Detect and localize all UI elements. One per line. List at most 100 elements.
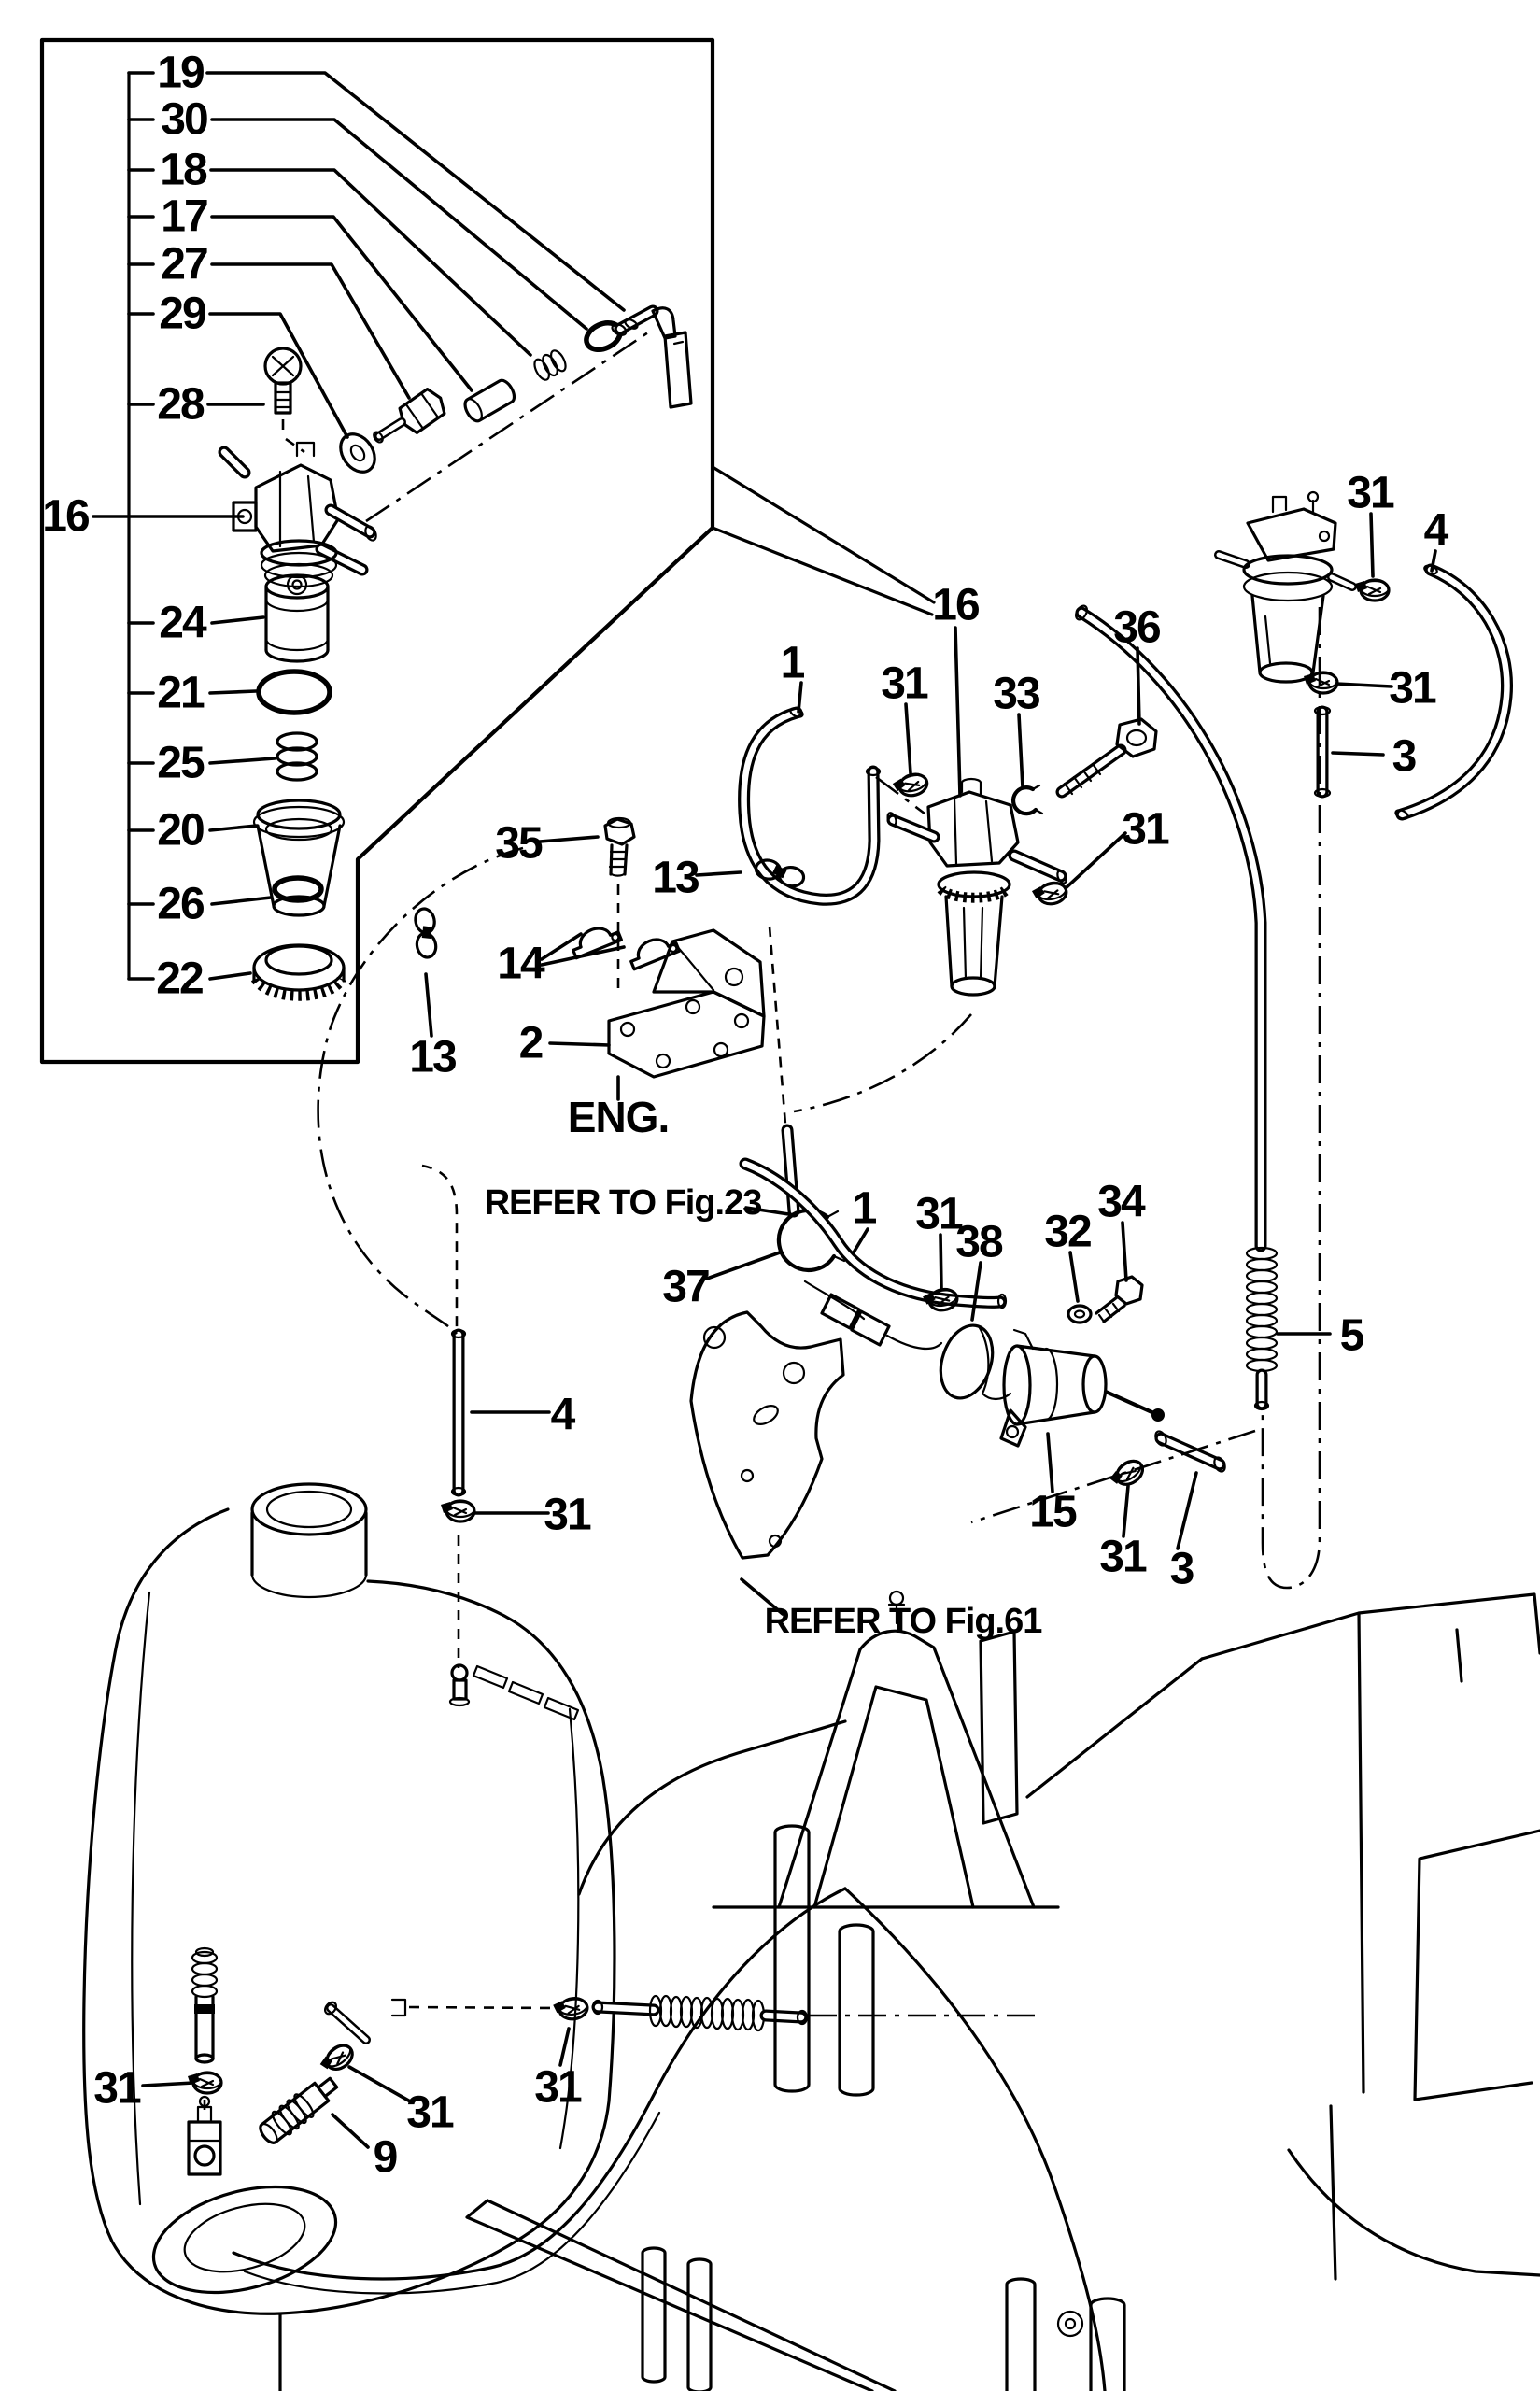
engine-bracket-group: [408, 816, 808, 1079]
leader-inset-17: [210, 215, 473, 392]
callout-inset-22: 22: [156, 955, 203, 1004]
callout-main-33: 33: [993, 670, 1039, 719]
part-snap-ring-33: [1011, 784, 1044, 816]
leader-main-31i: [347, 2065, 414, 2104]
hose-clamp-icon: [316, 2039, 359, 2079]
callout-inset-20: 20: [157, 806, 204, 856]
leader-inset-25: [208, 757, 276, 765]
note-eng: ENG.: [568, 1093, 669, 1141]
leader-inset-29: [208, 312, 349, 439]
part-flange-bolt-35: [603, 816, 636, 877]
callout-main-31e2: 31: [915, 1190, 963, 1239]
note-refer-fig61: REFER TO Fig.61: [765, 1602, 1043, 1641]
leader-main-16: [954, 626, 962, 798]
leader-main-15: [1046, 1432, 1054, 1493]
hose-clamp-icon: [890, 770, 931, 802]
callout-inset-16: 16: [42, 492, 89, 542]
callout-inset-29: 29: [159, 290, 205, 339]
callout-main-34: 34: [1097, 1178, 1146, 1227]
leader-inset-27: [210, 262, 411, 400]
leader-main-4a: [1430, 549, 1437, 573]
leader-main-32: [1068, 1251, 1080, 1303]
part-screw-28: [263, 347, 303, 415]
callout-main-13r: 13: [652, 854, 699, 903]
hose-clamp-icon: [439, 1499, 476, 1523]
part-heat-shield: [689, 1310, 845, 1560]
filler-neck: [250, 1482, 368, 1599]
leader-refer-fig61: [740, 1577, 784, 1616]
wire-clamp-icon: [408, 905, 444, 961]
callout-main-31b: 31: [1122, 805, 1169, 855]
part-spring-18: [533, 349, 567, 381]
leader-inset-21: [208, 689, 258, 695]
leader-main-3b: [1176, 1471, 1198, 1550]
suction-hose-with-spring: [390, 1994, 1035, 2032]
leader-inset-20: [208, 824, 259, 832]
hose-4-left-run: [439, 1330, 476, 1707]
callout-main-1b: 1: [853, 1184, 877, 1234]
part-nipple-27: [373, 387, 446, 444]
fuel-filter-assembly: [744, 706, 1158, 997]
fuel-pickup-group: [186, 1946, 1035, 2176]
part-bolt-34: [1095, 1275, 1144, 1323]
leader-main-1b: [852, 1227, 869, 1254]
part-fuel-pump-15: [999, 1328, 1165, 1448]
leader-main-31a: [904, 702, 912, 775]
callout-main-31g: 31: [544, 1491, 591, 1540]
leader-inset-22: [208, 971, 252, 981]
leader-inset-18: [209, 168, 532, 357]
leader-main-31h: [141, 2081, 195, 2087]
pipe-clamp-icon: [625, 930, 681, 971]
callout-main-15: 15: [1029, 1488, 1077, 1537]
leader-main-13r: [695, 870, 742, 877]
water-separator-assembly: [1214, 490, 1507, 821]
part-wire-harness-38: [803, 1280, 1012, 1401]
leader-inset-30: [210, 118, 588, 331]
callout-inset-25: 25: [157, 739, 205, 788]
part-engine-bracket-2: [607, 928, 766, 1079]
leader-main-31b: [1064, 831, 1127, 890]
part-fuel-pipe-3a: [1313, 705, 1332, 799]
callout-main-31d: 31: [1389, 664, 1436, 714]
coiled-hose-5: [1075, 604, 1279, 1411]
hose-clamp-icon: [1353, 578, 1391, 602]
part-tank-outlet-block: [187, 2095, 222, 2176]
leader-main-38: [970, 1261, 982, 1322]
leader-main-31d: [1335, 682, 1393, 688]
part-tank-elbow: [323, 2001, 371, 2044]
callout-inset-27: 27: [161, 240, 207, 290]
part-bushing-17: [463, 378, 516, 423]
callout-main-4b: 4: [551, 1391, 576, 1440]
leader-main-35: [538, 835, 600, 843]
inset-detail-box: [39, 37, 936, 1065]
inset-parts: [218, 304, 693, 1001]
leader-main-14: [540, 945, 626, 967]
leader-main-13l: [424, 972, 433, 1038]
part-ring-nut-22: [250, 943, 347, 1001]
leader-refer-fig23: [744, 1206, 797, 1217]
inset-pointer-lines: [711, 465, 936, 616]
leader-main-31c: [1369, 512, 1375, 578]
part-washer-32: [1067, 1304, 1093, 1324]
callout-main-3b: 3: [1170, 1545, 1194, 1594]
callout-main-13l: 13: [409, 1033, 456, 1082]
part-long-bolt-36: [1055, 717, 1158, 799]
part-fuel-cock-inset: [218, 441, 377, 588]
note-refer-fig23: REFER TO Fig.23: [485, 1183, 762, 1223]
hose-clamp-icon: [551, 1995, 590, 2024]
callout-main-4a: 4: [1424, 506, 1449, 556]
leader-main-9: [331, 2113, 370, 2149]
callout-main-14: 14: [497, 940, 545, 989]
leader-main-31f: [1122, 1484, 1130, 1538]
engine-base: [232, 1590, 1540, 2391]
part-bowl-seal-26: [272, 875, 324, 903]
part-o-ring-21: [256, 669, 332, 715]
part-bowl-cup-20: [252, 799, 346, 917]
callout-inset-17: 17: [161, 192, 207, 242]
callout-main-1a: 1: [781, 639, 805, 688]
callout-inset-19: 19: [157, 49, 204, 98]
part-elbow-19: [611, 304, 693, 409]
fuel-tank: [82, 1482, 616, 2315]
